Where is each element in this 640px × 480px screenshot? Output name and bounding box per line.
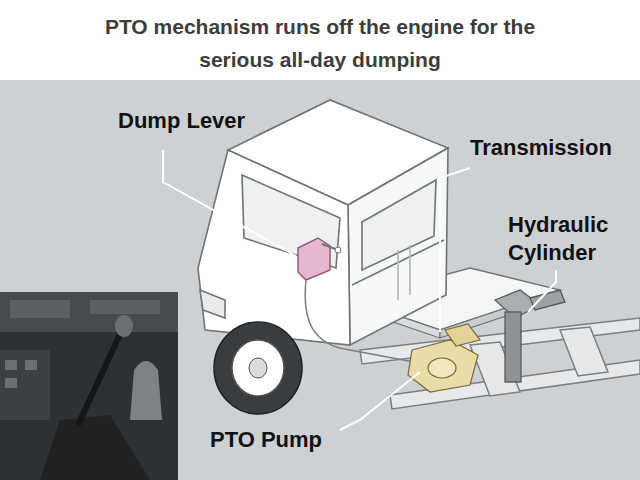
title: PTO mechanism runs off the engine for th… [80,10,560,76]
front-wheel [214,322,302,414]
background-panel [0,80,640,480]
inset-photo [0,292,178,480]
part-label: Transmission [470,134,612,162]
dump-lever [298,238,341,280]
part-label: Dump Lever [118,107,245,135]
hydraulic-cylinder [495,290,565,382]
part-label: PTO Pump [210,426,322,454]
chassis-frame [360,318,640,409]
title-band [0,0,640,80]
pto-pump [408,324,480,392]
part-label: Hydraulic Cylinder [508,211,633,267]
leader-line [163,150,556,430]
